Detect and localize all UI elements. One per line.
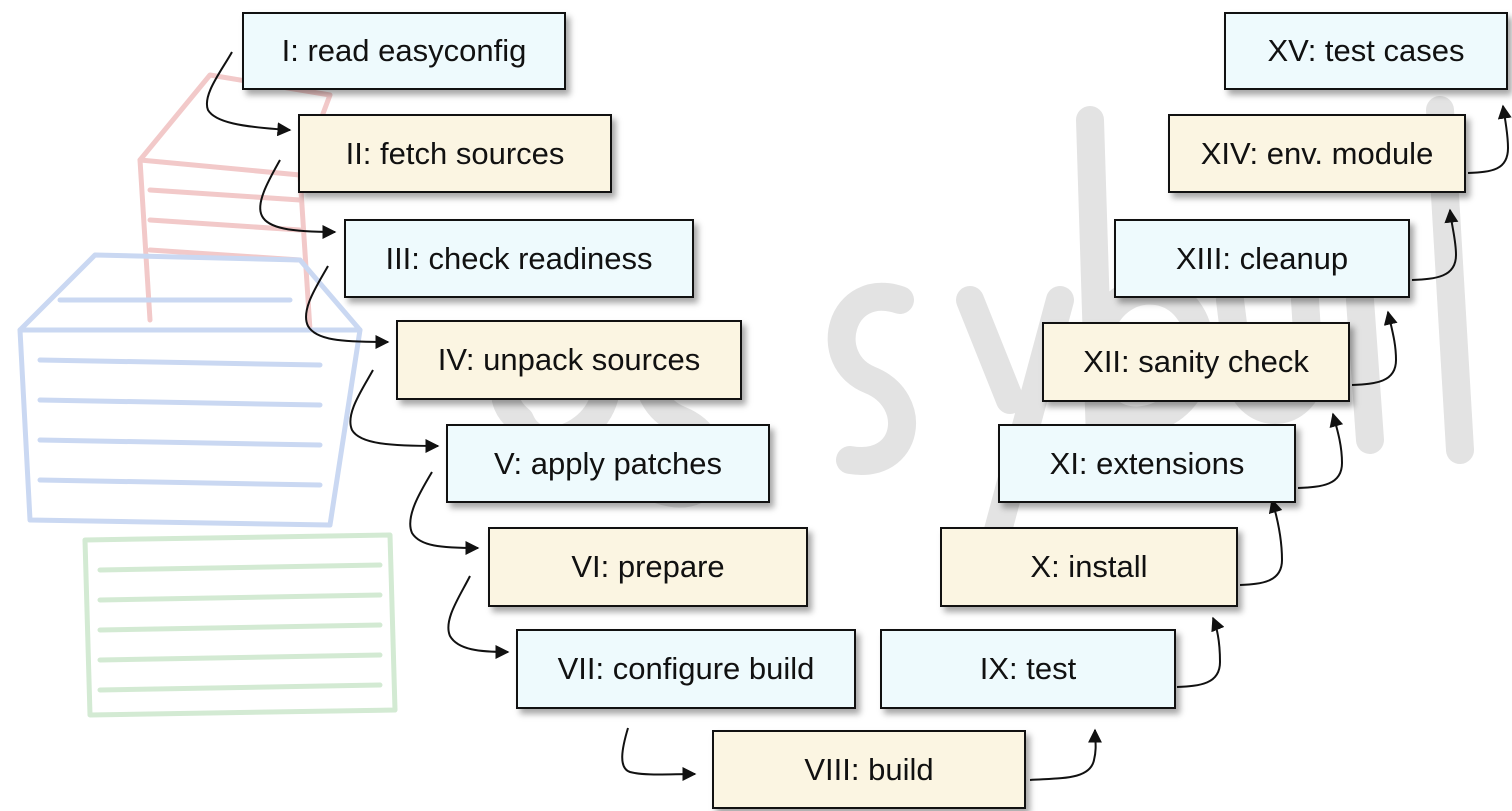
arrow-10-to-11 (1239, 498, 1284, 586)
arrow-5-to-6 (409, 471, 480, 555)
step-check-readiness: III: check readiness (344, 219, 694, 298)
step-sanity-check: XII: sanity check (1042, 322, 1350, 402)
step-test-cases: XV: test cases (1224, 12, 1508, 90)
step-configure-build: VII: configure build (516, 629, 856, 709)
step-extensions: XI: extensions (998, 424, 1296, 503)
arrow-4-to-5 (349, 369, 440, 453)
step-cleanup: XIII: cleanup (1114, 219, 1410, 298)
arrow-2-to-3 (259, 159, 337, 239)
arrow-7-to-8 (621, 727, 697, 782)
green-block-sketch (82, 532, 398, 718)
step-prepare: VI: prepare (488, 527, 808, 607)
step-read-easyconfig: I: read easyconfig (242, 12, 566, 90)
arrow-13-to-14 (1411, 208, 1459, 281)
arrow-8-to-9 (1029, 728, 1103, 781)
step-install: X: install (940, 527, 1238, 607)
step-build: VIII: build (712, 730, 1026, 809)
step-apply-patches: V: apply patches (446, 424, 770, 503)
step-env-module: XIV: env. module (1168, 114, 1466, 193)
arrow-1-to-2 (205, 51, 292, 137)
red-block-sketch (137, 72, 333, 333)
arrow-14-to-15 (1467, 104, 1512, 174)
arrow-6-to-7 (447, 575, 510, 659)
arrow-3-to-4 (305, 265, 390, 349)
step-test: IX: test (880, 629, 1176, 709)
blue-block-sketch (17, 252, 363, 528)
arrow-11-to-12 (1297, 412, 1344, 489)
step-fetch-sources: II: fetch sources (298, 114, 612, 193)
step-unpack-sources: IV: unpack sources (396, 320, 742, 400)
arrow-12-to-13 (1351, 310, 1398, 386)
arrow-9-to-10 (1176, 616, 1225, 688)
